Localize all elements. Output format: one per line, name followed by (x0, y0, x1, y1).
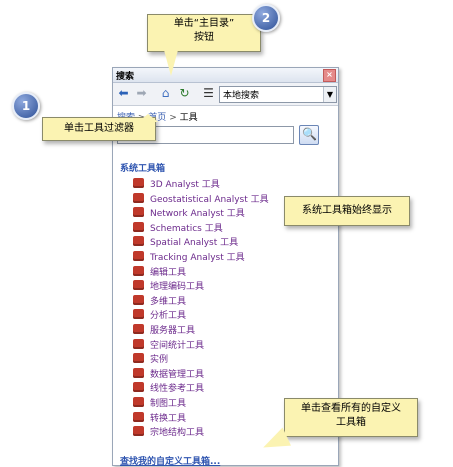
close-button[interactable]: × (323, 69, 336, 82)
callout-home-line1: 单击“主目录” (173, 18, 235, 29)
toolbox-label: 多维工具 (150, 296, 187, 307)
callout-custom-line1: 单击查看所有的自定义 (301, 403, 401, 414)
search-window: 搜索 × ⬅ ➡ ⌂ ↻ ☰ 本地搜索 ▼ 搜索 > 首页 > 工具 🔍 系统工… (112, 67, 339, 467)
toolbox-label: 地理编码工具 (150, 282, 205, 293)
toolbox-icon (133, 207, 144, 218)
search-scope-dropdown[interactable]: 本地搜索 ▼ (219, 86, 337, 103)
search-scope-value: 本地搜索 (223, 91, 260, 101)
forward-arrow-icon[interactable]: ➡ (136, 86, 147, 100)
toolbox-icon (133, 221, 144, 232)
refresh-icon[interactable]: ↻ (179, 86, 190, 100)
toolbox-label: 空间统计工具 (150, 340, 205, 351)
toolbar: ⬅ ➡ ⌂ ↻ ☰ 本地搜索 ▼ (113, 83, 338, 106)
toolbox-icon (133, 411, 144, 422)
step-badge-1: 1 (12, 92, 40, 120)
back-arrow-icon[interactable]: ⬅ (118, 86, 129, 100)
toolbox-label: 服务器工具 (150, 326, 196, 336)
home-icon[interactable]: ⌂ (161, 86, 170, 100)
options-icon[interactable]: ☰ (203, 86, 214, 100)
toolbox-label: 3D Analyst 工具 (150, 180, 220, 190)
toolbox-label: 数据管理工具 (150, 369, 205, 380)
toolbox-icon (133, 192, 144, 203)
callout-pointer (164, 50, 178, 76)
callout-home-button: 单击“主目录” 按钮 (147, 14, 261, 52)
toolbox-label: 制图工具 (150, 399, 187, 409)
toolbox-icon (133, 280, 144, 291)
callout-home-line2: 按钮 (194, 32, 214, 43)
window-title: 搜索 (116, 72, 135, 82)
toolbox-label: 编辑工具 (150, 267, 187, 278)
toolbox-label: 分析工具 (150, 311, 187, 322)
toolbox-label: 宗地结构工具 (150, 428, 205, 439)
toolbox-label: 实例 (150, 355, 169, 366)
toolbox-icon (133, 353, 144, 364)
callout-system-toolboxes: 系统工具箱始终显示 (284, 196, 410, 226)
toolbox-label: Tracking Analyst 工具 (150, 253, 245, 263)
callout-tool-filter-text: 单击工具过滤器 (64, 123, 134, 134)
toolbox-icon (133, 236, 144, 247)
toolbox-icon (133, 178, 144, 188)
toolbox-icon (133, 309, 144, 320)
callout-custom-toolboxes: 单击查看所有的自定义 工具箱 (284, 398, 418, 437)
callout-system-toolboxes-text: 系统工具箱始终显示 (302, 205, 392, 216)
section-title: 系统工具箱 (120, 164, 166, 174)
toolbox-icon (133, 426, 144, 437)
toolbox-icon (133, 251, 144, 261)
callout-tool-filter: 单击工具过滤器 (42, 117, 156, 141)
callout-custom-line2: 工具箱 (336, 417, 366, 428)
toolbox-label: Network Analyst 工具 (150, 209, 245, 220)
toolbox-icon (133, 397, 144, 407)
step-badge-2: 2 (252, 4, 280, 32)
toolbox-label: Spatial Analyst 工具 (150, 238, 239, 249)
search-button[interactable]: 🔍 (299, 125, 319, 145)
toolbox-icon (133, 382, 144, 393)
chevron-down-icon[interactable]: ▼ (323, 87, 336, 102)
toolbox-icon (133, 324, 144, 334)
toolbox-icon (133, 338, 144, 349)
toolbox-label: Schematics 工具 (150, 223, 223, 234)
callout-pointer (138, 114, 158, 122)
title-bar: 搜索 × (113, 68, 338, 83)
breadcrumb-tools: 工具 (179, 113, 198, 123)
find-custom-toolboxes-link[interactable]: 查找我的自定义工具箱... (120, 457, 221, 467)
search-icon: 🔍 (302, 127, 317, 141)
toolbox-icon (133, 265, 144, 276)
toolbox-icon (133, 294, 144, 305)
toolbox-icon (133, 367, 144, 378)
toolbox-label: 转换工具 (150, 413, 187, 424)
toolbox-label: 线性参考工具 (150, 384, 205, 395)
toolbox-label: Geostatistical Analyst 工具 (150, 194, 269, 205)
